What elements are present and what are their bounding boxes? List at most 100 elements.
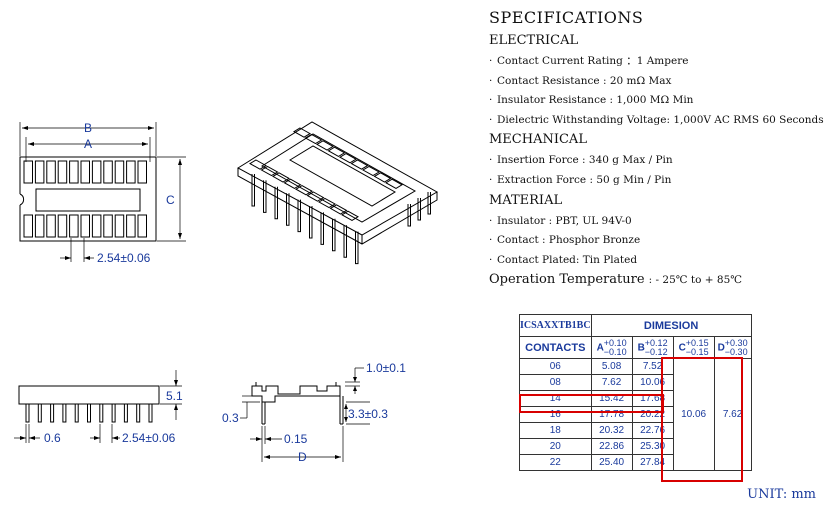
spec-item: ·Insertion Force : 340 g Max / Pin [489,154,673,167]
pin [274,186,278,220]
contact-cell [283,178,302,189]
contact-slot [103,214,113,238]
contacts-cell: 14 [519,390,592,407]
spec-item: ·Contact Plated: Tin Plated [489,253,638,266]
a-cell: 7.62 [590,374,633,391]
contacts-header: CONTACTS [519,336,592,359]
contact-cell [385,178,403,189]
contact-slot [69,214,79,238]
end-pin-length-label: 3.3±0.3 [348,407,388,421]
pin [417,198,421,221]
contact-slot [34,214,45,238]
b-cell: 27.84 [631,454,674,471]
contact-cell [362,165,380,177]
col-a-header: A+0.10−0.10 [590,336,633,359]
contacts-cell: 08 [519,374,592,391]
end-left-dim-label: 0.3 [222,411,239,425]
b-cell: 10.06 [631,374,674,391]
pin [87,404,91,423]
contacts-cell: 06 [519,358,592,375]
contact-cell [295,185,313,196]
dim-b-label: B [84,121,92,135]
pin [99,404,104,423]
spec-item: ·Contact Resistance : 20 mΩ Max [489,74,672,87]
contact-cell [350,159,369,170]
b-cell: 20.22 [631,406,674,423]
contact-slot [126,160,136,184]
pin [37,404,42,423]
spec-item: ·Insulator : PBT, UL 94V-0 [489,214,632,227]
contact-slot [80,160,90,184]
pin [427,192,431,215]
a-cell: 5.08 [590,358,633,375]
contact-cell [249,159,267,170]
contact-cell [318,197,336,209]
a-cell: 22.86 [590,438,633,455]
pin [309,206,313,239]
mechanical-heading: MECHANICAL [489,132,587,148]
contacts-cell: 20 [519,438,592,455]
pin [343,225,347,258]
a-cell: 15.42 [590,390,633,407]
spec-item: ·Extraction Force : 50 g Min / Pin [489,173,672,186]
contact-slot [114,214,125,238]
pin [50,404,55,423]
pin [148,404,153,423]
contact-slot [114,160,125,184]
contact-slot [103,160,113,184]
contact-slot [34,160,45,184]
pin [123,404,128,423]
pin [355,231,359,265]
technical-drawing: B A C 2.54±0.06 5.1 0.6 2.54±0.06 1.0±0.… [14,121,439,464]
pin [25,404,30,423]
col-b-header: B+0.12−0.12 [631,336,674,359]
pin [332,218,336,252]
col-d-header: D+0.30−0.30 [713,336,752,359]
contact-slot [126,214,136,238]
pin [263,180,267,213]
table-row: 06 5.08 7.52 10.06 7.62 [519,358,752,471]
b-cell: 17.68 [631,390,674,407]
end-view [240,367,370,462]
end-pin-width-label: 0.15 [284,432,308,446]
contact-slot [91,214,102,238]
contacts-cell: 18 [519,422,592,439]
table-row: 08 7.62 10.06 [519,374,752,391]
specifications-title: SPECIFICATIONS [489,8,644,27]
pin [297,199,301,233]
contact-cell [260,165,279,177]
d-cell: 7.62 [713,358,752,471]
end-top-dim-label: 1.0±0.1 [366,361,406,375]
top-pitch-label: 2.54±0.06 [97,251,151,265]
a-cell: 20.32 [590,422,633,439]
dim-d-label: D [298,450,307,464]
side-height-label: 5.1 [166,389,183,403]
spec-item: ·Contact : Phosphor Bronze [489,234,641,247]
table-row: 22 25.40 27.84 [519,454,752,471]
side-view [14,370,182,443]
spec-item: ·Dielectric Withstanding Voltage: 1,000V… [489,113,824,126]
top-view [19,122,186,262]
b-cell: 22.76 [631,422,674,439]
contact-cell [316,140,334,151]
unit-label: UNIT: mm [747,487,816,502]
specifications-panel: SPECIFICATIONS ELECTRICAL ·Contact Curre… [489,8,824,287]
contact-cell [272,172,290,183]
electrical-heading: ELECTRICAL [489,33,579,48]
contact-cell [293,127,311,138]
contact-slot [23,160,33,184]
contact-slot [57,160,68,184]
operation-temperature: Operation Temperature : - 25℃ to + 85℃ [489,272,742,288]
pin [111,404,116,423]
b-cell: 25.30 [631,438,674,455]
part-number: ICSAXXTB1BC [519,314,592,337]
spec-item: ·Contact Current Rating ：1 Ampere [489,55,689,67]
contact-cell [329,204,348,215]
material-heading: MATERIAL [489,192,563,208]
spec-item: ·Insulator Resistance : 1,000 MΩ Min [489,94,694,107]
contact-cell [306,191,325,202]
pin [74,404,79,423]
side-pin-width-label: 0.6 [44,431,61,445]
side-pitch-label: 2.54±0.06 [122,431,176,445]
pin [286,193,290,226]
